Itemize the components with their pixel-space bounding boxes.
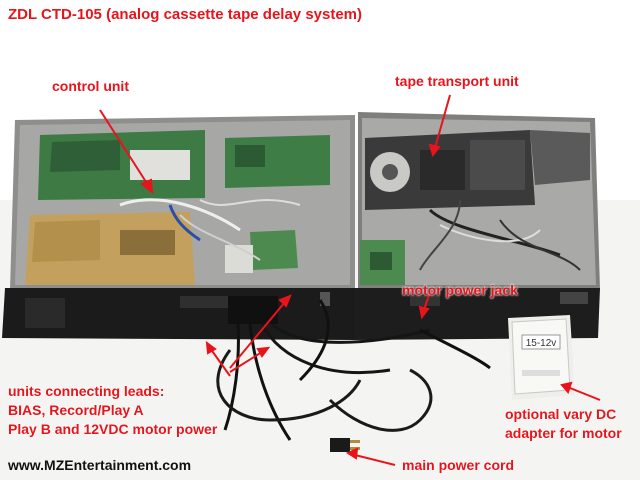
control-unit-chassis [10, 115, 355, 290]
adapter-face-text: 15-12v [526, 338, 557, 349]
label-connecting-leads-line3: Play B and 12VDC motor power [8, 421, 218, 437]
website-credit: www.MZEntertainment.com [8, 457, 192, 473]
label-control-unit: control unit [52, 78, 129, 94]
label-connecting-leads-line1: units connecting leads: [8, 383, 165, 399]
label-tape-transport-unit: tape transport unit [395, 73, 519, 89]
tape-transport-chassis [358, 112, 600, 290]
page-title: ZDL CTD-105 (analog cassette tape delay … [8, 6, 363, 23]
label-main-power-cord: main power cord [402, 457, 515, 473]
annotation-arrows [99, 94, 601, 466]
label-connecting-leads: units connecting leads: BIAS, Record/Pla… [8, 382, 217, 439]
label-dc-adapter-line2: adapter for motor [505, 425, 622, 441]
dc-adapter: 15-12v [508, 315, 575, 400]
label-dc-adapter-line1: optional vary DC [505, 406, 617, 422]
label-motor-power-jack: motor power jack [402, 282, 518, 298]
connecting-cables [216, 296, 491, 452]
label-connecting-leads-line2: BIAS, Record/Play A [8, 402, 144, 418]
label-dc-adapter: optional vary DC adapter for motor [505, 405, 622, 443]
